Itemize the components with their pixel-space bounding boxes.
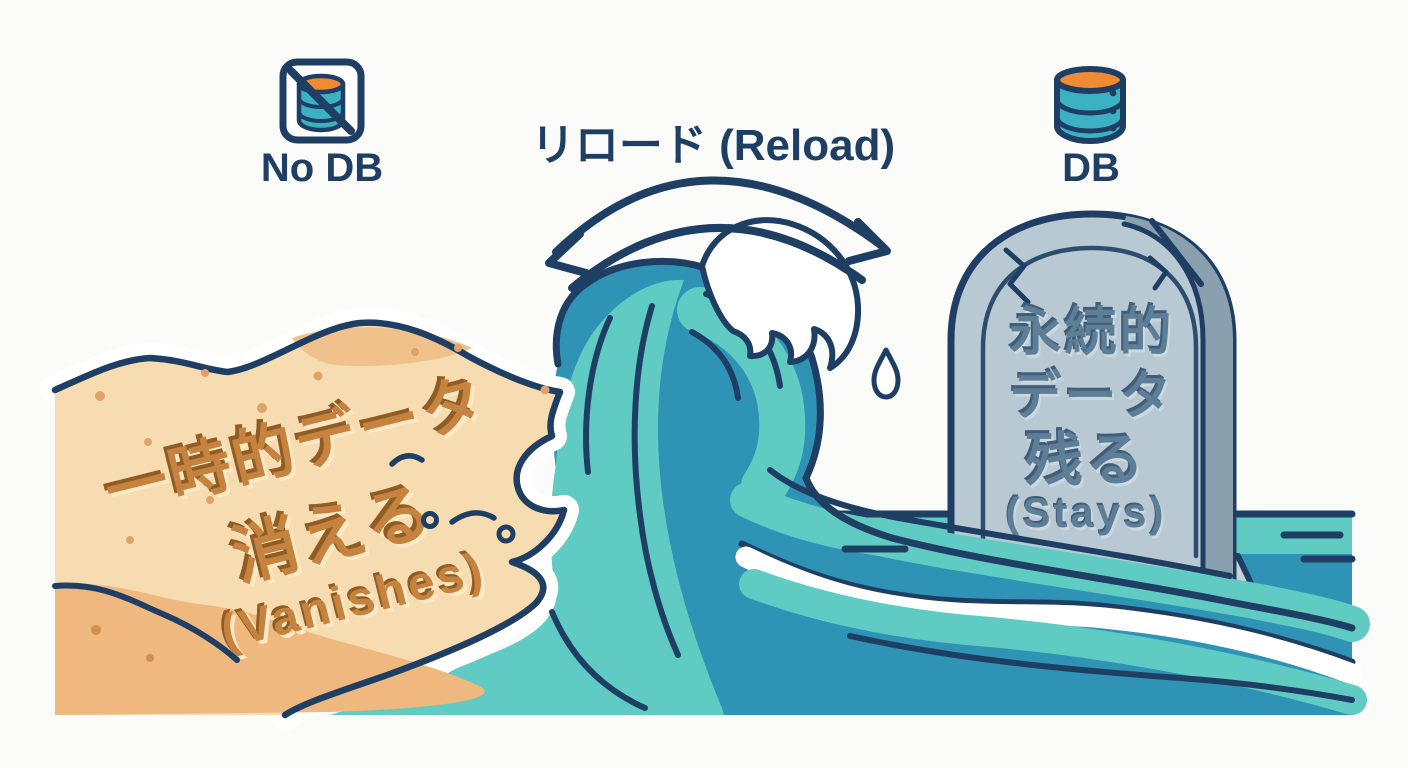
reload-arrow bbox=[545, 176, 891, 292]
arrowhead-left-icon bbox=[545, 230, 590, 277]
db-label: DB bbox=[1062, 146, 1120, 190]
wave-flow-line-1 bbox=[583, 315, 613, 475]
stone-text: 永続的 永続的 永続的 データ データ データ 残る 残る 残る (Stays)… bbox=[1004, 301, 1176, 539]
stone-line4-highlight: (Stays) bbox=[1007, 492, 1168, 539]
stone-line2-highlight: データ bbox=[1011, 371, 1176, 429]
stone-line3: 残る bbox=[1025, 428, 1147, 493]
stone-line4: (Stays) bbox=[1005, 489, 1166, 536]
stone-line3-highlight: 残る bbox=[1027, 431, 1149, 496]
stone-line4-shadow: (Stays) bbox=[1004, 487, 1165, 534]
db-badge: DB bbox=[1054, 66, 1126, 190]
wave-tail-line bbox=[767, 467, 1233, 579]
stone-line3-shadow: 残る bbox=[1023, 425, 1145, 490]
foam-bottom-line bbox=[847, 633, 1355, 703]
slash-line bbox=[287, 67, 355, 135]
wave-outline bbox=[552, 257, 1356, 632]
shore-accent-line bbox=[549, 609, 648, 711]
wave-face bbox=[330, 279, 724, 715]
reload-arc-outer bbox=[552, 176, 886, 256]
sand-outline bbox=[51, 319, 568, 719]
beach: 一時的データ 一時的データ 一時的データ 消える 消える 消える (Vanish… bbox=[40, 307, 579, 730]
vanish-puff-marks bbox=[389, 453, 516, 544]
no-db-badge: No DB bbox=[261, 58, 383, 190]
reload-badge: リロード (Reload) bbox=[531, 121, 895, 170]
database-icon bbox=[1054, 66, 1126, 144]
stone-line1-highlight: 永続的 bbox=[1011, 307, 1176, 365]
wave bbox=[330, 257, 1370, 715]
no-db-label: No DB bbox=[261, 146, 383, 190]
stone-crack-left bbox=[1003, 247, 1031, 305]
stone-line2-shadow: データ bbox=[1007, 365, 1172, 423]
stone-bevel bbox=[1124, 216, 1233, 582]
stone-line1-shadow: 永続的 bbox=[1007, 301, 1172, 359]
wave-curl-line-2 bbox=[689, 329, 741, 401]
foam-band bbox=[735, 546, 1363, 685]
droplet-icon bbox=[871, 347, 901, 400]
reload-arc-inner bbox=[568, 223, 866, 292]
wave-flow-line-2 bbox=[631, 303, 681, 658]
foam-top-line bbox=[738, 540, 1356, 666]
sand-dune-line bbox=[52, 582, 240, 663]
db-cylinder-top bbox=[1054, 66, 1126, 94]
reload-label: リロード (Reload) bbox=[531, 121, 895, 170]
stone-inner-border bbox=[980, 245, 1199, 569]
stone-line1: 永続的 bbox=[1009, 304, 1174, 362]
database-slash-icon bbox=[279, 58, 365, 144]
foam-aqua-band bbox=[739, 569, 1367, 715]
stone-crack-right bbox=[1147, 255, 1169, 291]
stone-line2: データ bbox=[1009, 368, 1174, 426]
arrowhead-right-icon bbox=[845, 218, 891, 265]
stone-corner-cut bbox=[1149, 218, 1204, 287]
sand-speckles bbox=[91, 344, 550, 662]
